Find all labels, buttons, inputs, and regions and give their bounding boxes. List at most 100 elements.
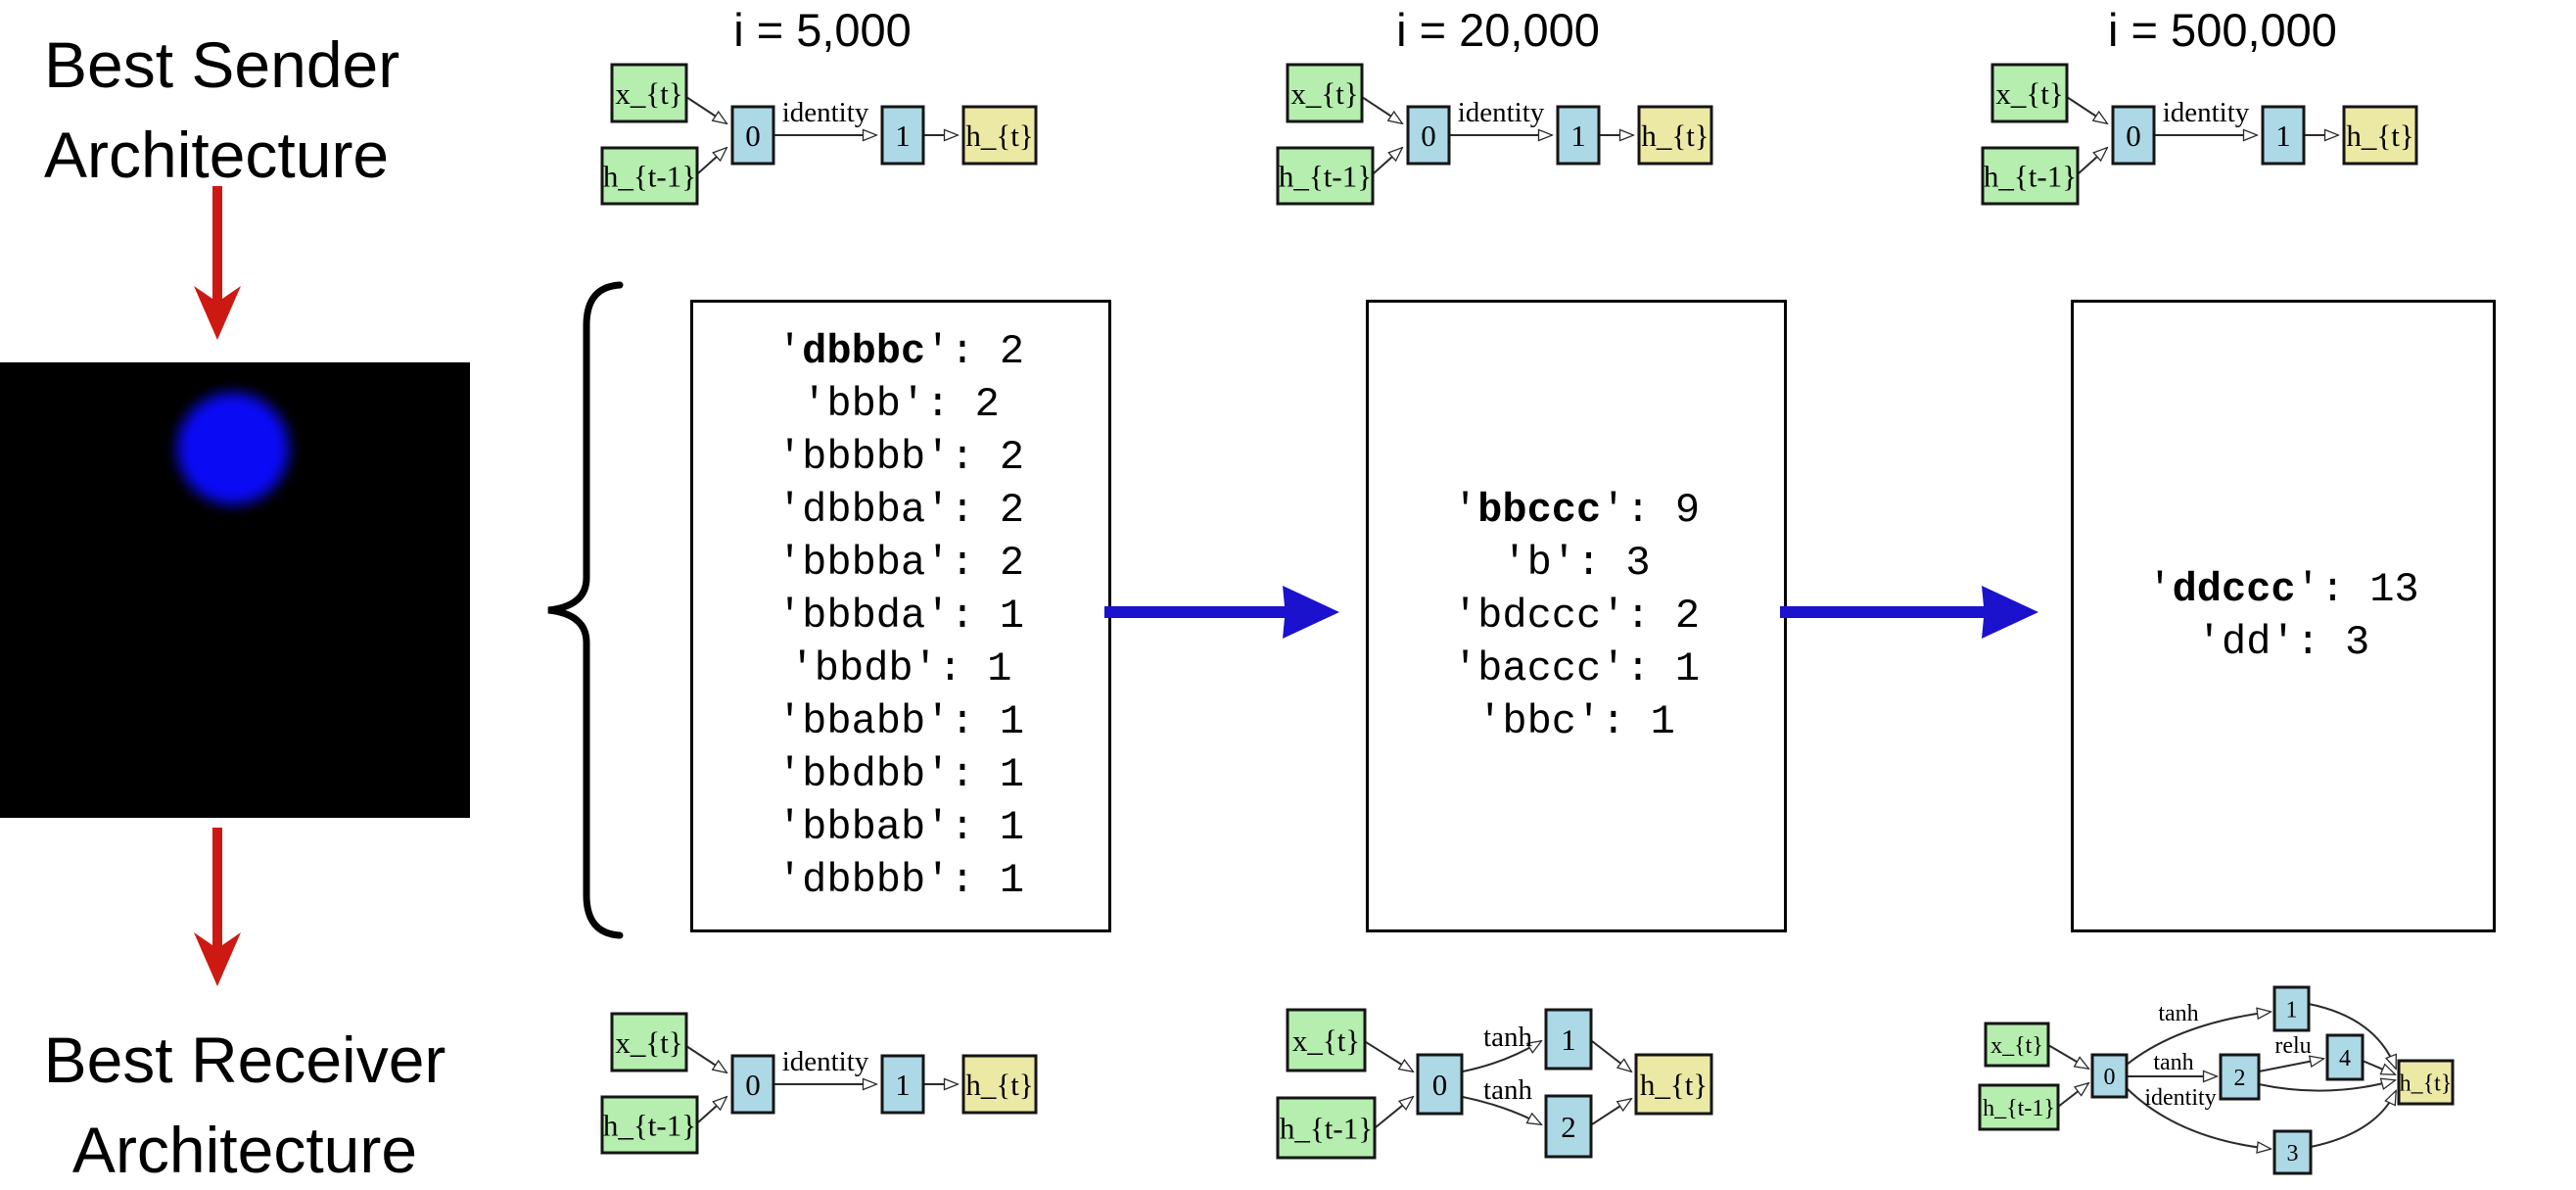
message-counts-box-500000: 'ddccc': 13 'dd': 3 [2071, 300, 2496, 932]
node-out-box [2342, 105, 2418, 166]
node-n0-label: 0 [2126, 119, 2141, 153]
message-count-line: 'bbbba': 2 [776, 540, 1025, 587]
message-count-line: 'bdccc': 2 [1452, 593, 1701, 640]
node-n3-box [2272, 1129, 2313, 1175]
edge-in1-n0 [685, 1045, 726, 1072]
node-n0-label: 0 [745, 119, 761, 153]
edge-in2-n0 [697, 148, 726, 174]
message-count-line: 'baccc': 1 [1452, 645, 1701, 692]
node-n0-label: 0 [1432, 1068, 1448, 1102]
node-n3-label: 3 [2287, 1141, 2299, 1166]
node-n0-label: 0 [1421, 119, 1436, 153]
message-count-line: 'bbabb': 1 [776, 698, 1025, 745]
node-in1-box [1286, 63, 1364, 123]
node-in2-label: h_{t-1} [1279, 159, 1372, 193]
node-n0-box [730, 105, 775, 166]
edge-in1-n0 [685, 96, 726, 123]
node-in2-label: h_{t-1} [603, 159, 696, 193]
edge-label-n0-n1: tanh [1483, 1022, 1532, 1053]
edge-n1-out [1591, 1040, 1631, 1071]
message-count-line: 'ddccc': 13 [2147, 566, 2419, 613]
node-n1-label: 1 [895, 1068, 911, 1102]
message-counts-list: 'dbbbc': 2'bbb': 2'bbbbb': 2'dbbba': 2'b… [693, 325, 1108, 907]
edge-in2-n0 [2078, 148, 2107, 174]
node-n0-label: 0 [745, 1068, 761, 1102]
message-count-line: 'bbbbb': 2 [776, 434, 1025, 481]
node-n0-box [2111, 105, 2156, 166]
best-sender-line2: Architecture [44, 119, 390, 191]
node-n4-label: 4 [2339, 1046, 2351, 1071]
node-n1-box [880, 105, 925, 166]
edge-n0-n1 [2126, 1012, 2271, 1066]
node-in1-box [1286, 1008, 1367, 1072]
message-count-line: 'bbccc': 9 [1452, 487, 1701, 534]
blue-progress-arrow-1 [1104, 586, 1339, 639]
node-n2-box [1544, 1094, 1593, 1159]
red-down-arrow-sender [194, 186, 241, 340]
message-count-line: 'bbbda': 1 [776, 593, 1025, 640]
edge-label-n0-n1: identity [1458, 97, 1545, 128]
node-n0-box [2090, 1053, 2129, 1099]
iteration-title-5000: i = 5,000 [733, 4, 912, 56]
node-out-box [961, 1054, 1038, 1115]
edge-label-n0-n1: identity [782, 1046, 869, 1077]
edge-in2-n0 [1375, 1097, 1413, 1128]
node-in1-box [1991, 63, 2069, 123]
best-sender-architecture-label: Best Sender Architecture [44, 20, 399, 200]
message-count-line: 'dbbba': 2 [776, 487, 1025, 534]
node-in2-box [1981, 146, 2080, 206]
red-down-arrow-receiver [194, 828, 241, 986]
node-out-label: h_{t} [1640, 1068, 1708, 1102]
edge-label-n0-n1: identity [2163, 97, 2250, 128]
message-count-line: 'dd': 3 [2196, 619, 2370, 666]
node-n2-box [2219, 1053, 2261, 1101]
message-count-line: 'bbb': 2 [802, 381, 1000, 428]
node-out-label: h_{t} [2400, 1071, 2453, 1096]
edge-n0-n2 [1462, 1096, 1541, 1124]
edge-n2-out [1591, 1099, 1631, 1125]
edge-label-n0-n3: identity [2144, 1085, 2216, 1111]
best-receiver-line2: Architecture [71, 1114, 418, 1186]
node-in2-label: h_{t-1} [1984, 159, 2077, 193]
node-in2-label: h_{t-1} [1280, 1111, 1373, 1145]
node-n1-box [1556, 105, 1601, 166]
stimulus-image [0, 362, 470, 818]
message-counts-box-5000: 'dbbbc': 2'bbb': 2'bbbbb': 2'dbbba': 2'b… [690, 300, 1111, 932]
edge-n3-out [2310, 1091, 2396, 1148]
node-in1-box [610, 63, 688, 123]
node-n4-box [2325, 1033, 2365, 1081]
node-in2-label: h_{t-1} [1983, 1096, 2055, 1121]
message-count-line: 'bbdb': 1 [789, 645, 1012, 692]
edge-label-n0-n1: identity [782, 97, 869, 128]
edge-in2-n0 [2057, 1083, 2088, 1108]
node-n0-box [1406, 105, 1451, 166]
node-in2-box [600, 146, 699, 206]
node-n1-label: 1 [2286, 997, 2298, 1023]
edge-n0-n3 [2126, 1087, 2271, 1149]
node-in1-label: x_{t} [1991, 1033, 2043, 1059]
node-n1-label: 1 [2275, 119, 2291, 153]
edge-n1-out [2308, 1003, 2396, 1069]
node-out-box [961, 105, 1038, 166]
message-count-line: 'bbbab': 1 [776, 804, 1025, 851]
best-receiver-line1: Best Receiver [43, 1023, 446, 1096]
node-out-label: h_{t} [2346, 119, 2413, 153]
node-n0-box [730, 1054, 775, 1115]
node-in1-label: x_{t} [615, 76, 682, 111]
node-n1-label: 1 [895, 119, 911, 153]
node-n2-label: 2 [2234, 1066, 2246, 1091]
edge-in1-n0 [1365, 1041, 1413, 1071]
message-counts-list: 'ddccc': 13 'dd': 3 [2074, 563, 2493, 669]
message-count-line: 'dbbbb': 1 [776, 857, 1025, 904]
node-in1-box [1984, 1022, 2050, 1068]
node-n2-label: 2 [1561, 1110, 1576, 1144]
node-in1-label: x_{t} [1292, 1023, 1360, 1058]
edge-n4-out [2362, 1060, 2395, 1075]
node-in2-box [600, 1095, 699, 1155]
edge-label-n0-n2: tanh [1483, 1074, 1532, 1106]
